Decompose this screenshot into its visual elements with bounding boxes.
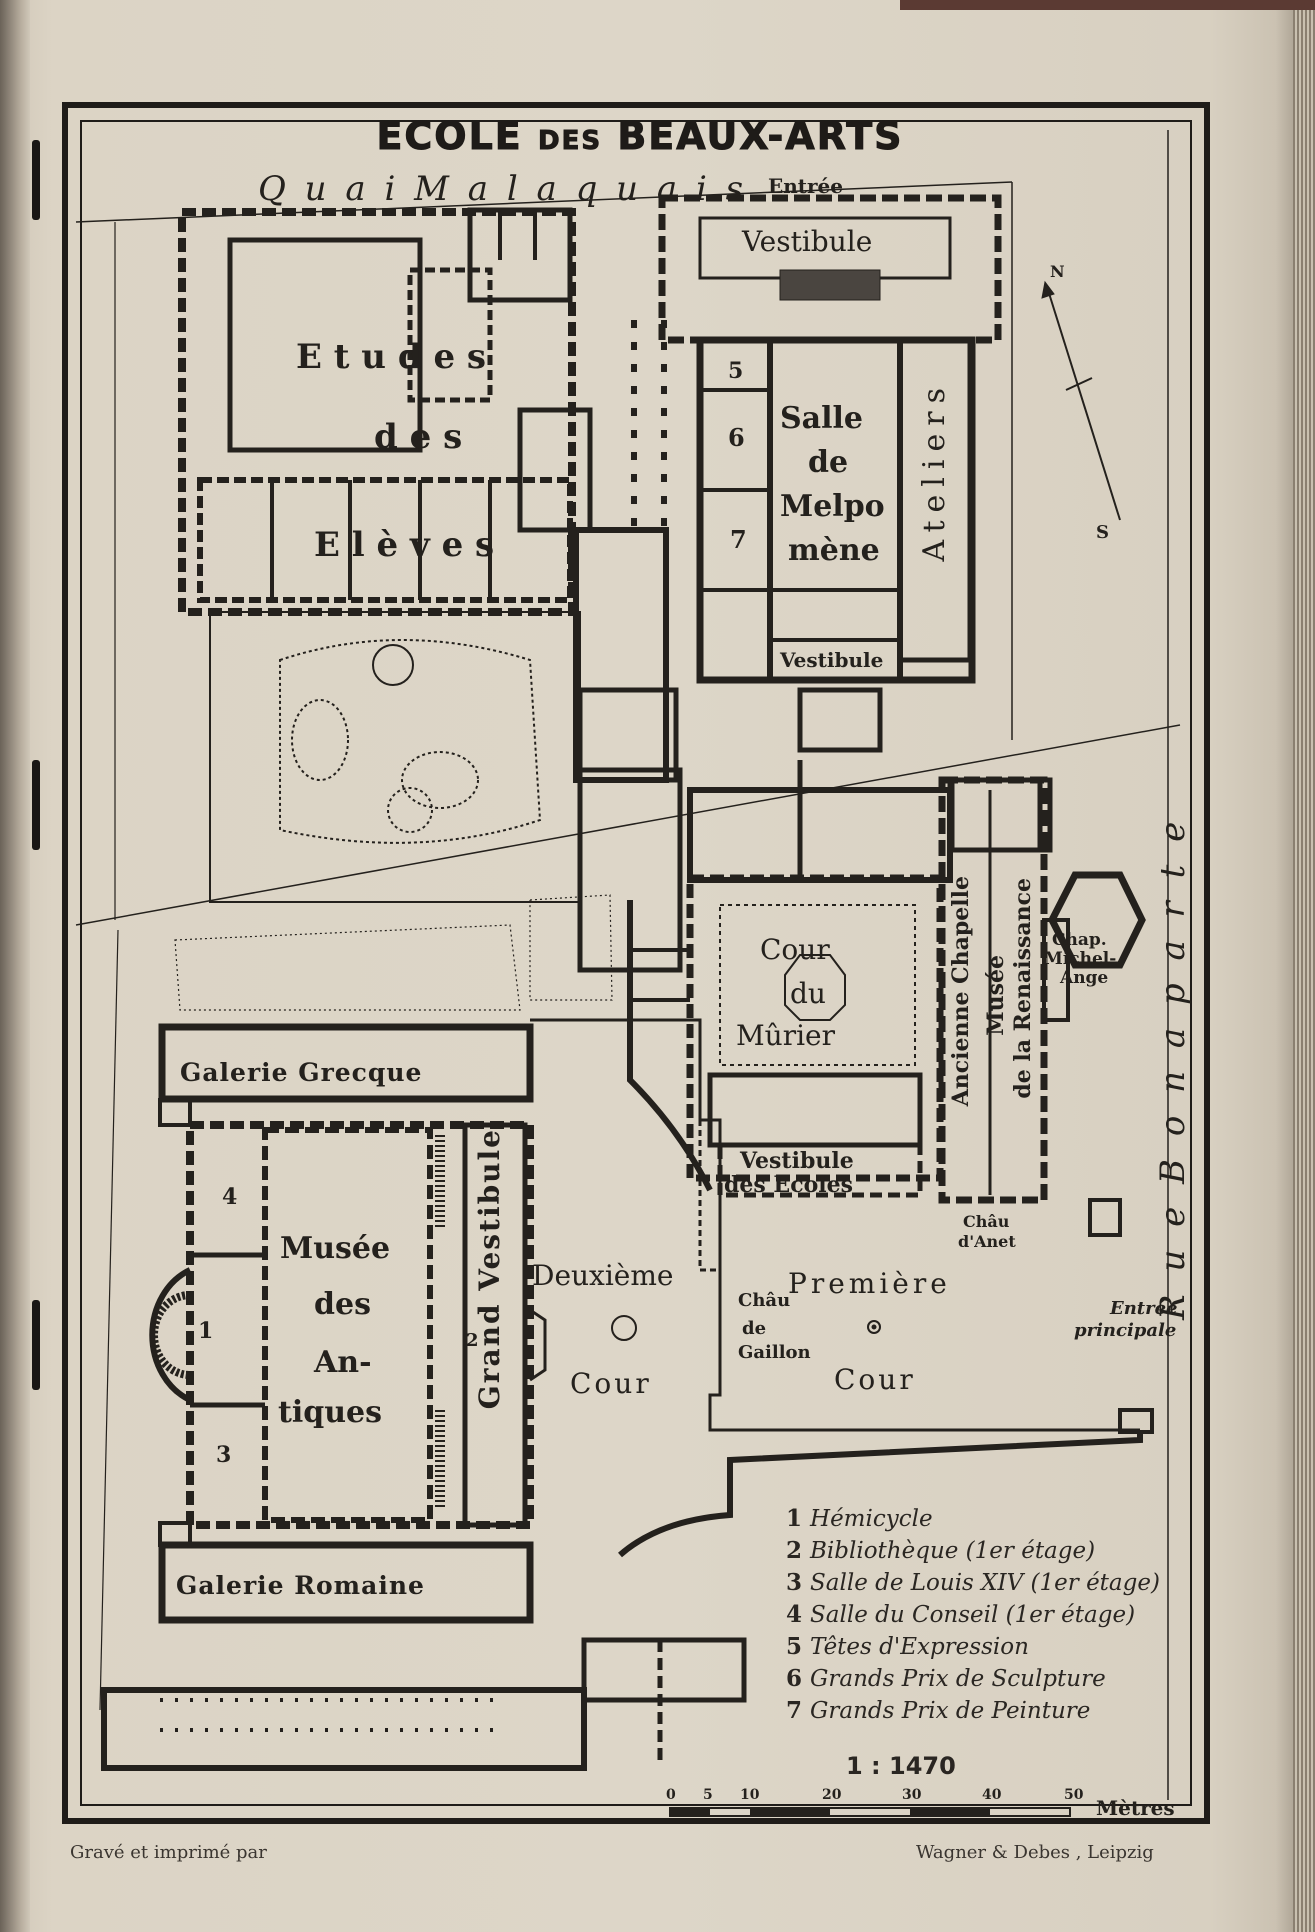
label-vestibule-ecoles-1: Vestibule xyxy=(740,1148,854,1174)
label-chateau-anet-1: Châu xyxy=(963,1212,1010,1231)
label-vestibule-top: Vestibule xyxy=(742,225,873,258)
label-des: d e s xyxy=(374,417,463,457)
scale-unit: Mètres xyxy=(1096,1796,1175,1820)
map-title: ECOLE DES BEAUX-ARTS xyxy=(320,114,960,159)
compass-north: N xyxy=(1050,262,1065,281)
label-musee-an: An- xyxy=(314,1345,372,1380)
title-des: DES xyxy=(537,126,603,157)
label-vestibule-mid: Vestibule xyxy=(780,648,884,672)
label-musee: Musée xyxy=(280,1231,391,1266)
label-deuxieme: Deuxième xyxy=(532,1259,674,1292)
compass-south: S xyxy=(1096,522,1109,543)
label-salle: Salle xyxy=(780,401,863,436)
binding-mark xyxy=(32,760,40,850)
room-number-5: 5 xyxy=(728,358,744,384)
scale-tick: 10 xyxy=(740,1787,760,1803)
label-ateliers: Ateliers xyxy=(917,380,952,562)
label-gaillon-1: Châu xyxy=(738,1290,791,1311)
label-chap-ma-1: Chap. xyxy=(1052,930,1107,950)
label-grand-vestibule: Grand Vestibule xyxy=(473,1128,506,1410)
footer-engraver: Gravé et imprimé par xyxy=(70,1842,267,1863)
scale-tick: 50 xyxy=(1064,1787,1084,1803)
map-frame xyxy=(62,102,1210,1824)
scale-tick: 0 xyxy=(666,1787,676,1803)
scale-ratio: 1 : 1470 xyxy=(846,1752,956,1780)
title-ecole: ECOLE xyxy=(376,114,523,159)
label-entree-principale-2: principale xyxy=(1074,1320,1177,1341)
label-musee-tiques: tiques xyxy=(278,1395,383,1430)
label-galerie-romaine: Galerie Romaine xyxy=(176,1571,425,1600)
room-number-4: 4 xyxy=(222,1184,238,1210)
label-cour-left: Cour xyxy=(570,1367,652,1400)
book-gutter xyxy=(0,0,30,1932)
label-cour-murier-1: Cour xyxy=(760,933,830,966)
room-number-6: 6 xyxy=(728,423,745,452)
label-entree: Entrée xyxy=(768,174,844,198)
street-rue-bonaparte: R u e B o n a p a r t e xyxy=(1153,815,1193,1320)
label-salle-de: de xyxy=(808,445,849,480)
label-premiere: Première xyxy=(788,1267,951,1300)
scale-tick: 40 xyxy=(982,1787,1002,1803)
binding-mark xyxy=(32,1300,40,1390)
scale-tick: 20 xyxy=(822,1787,842,1803)
binding-mark xyxy=(32,140,40,220)
label-etudes: E t u d e s xyxy=(296,337,487,377)
scale-tick: 5 xyxy=(703,1787,713,1803)
label-melpo: Melpo xyxy=(780,489,885,524)
label-chateau-anet-2: d'Anet xyxy=(958,1232,1016,1251)
label-galerie-grecque: Galerie Grecque xyxy=(180,1058,423,1087)
label-chap-ma-2: Michel- xyxy=(1044,949,1117,969)
room-number-2: 2 xyxy=(466,1330,479,1351)
label-gaillon-3: Gaillon xyxy=(738,1342,811,1363)
label-entree-principale-1: Entrée xyxy=(1110,1298,1178,1319)
label-mene: mène xyxy=(788,533,880,568)
room-number-3: 3 xyxy=(216,1442,232,1468)
label-cour-murier-2: du xyxy=(790,977,826,1010)
room-number-7: 7 xyxy=(730,525,747,554)
label-chap-ma-3: Ange xyxy=(1060,968,1109,988)
label-vestibule-ecoles-2: des Ecoles xyxy=(724,1172,854,1198)
street-quai-malaquais: Q u a i M a l a q u a i s xyxy=(258,169,748,209)
label-musee-des: des xyxy=(314,1287,371,1322)
footer-publisher: Wagner & Debes , Leipzig xyxy=(916,1842,1154,1863)
label-chapelle-3: de la Renaissance xyxy=(1010,878,1036,1099)
label-gaillon-2: de xyxy=(742,1318,767,1339)
room-number-1: 1 xyxy=(198,1318,214,1344)
title-beaux-arts: BEAUX-ARTS xyxy=(617,114,904,159)
label-cour-right: Cour xyxy=(834,1363,916,1396)
label-eleves: E l è v e s xyxy=(314,525,495,565)
label-chapelle-2: Musée xyxy=(983,955,1009,1036)
label-chapelle-1: Ancienne Chapelle xyxy=(948,876,974,1107)
cover-edge xyxy=(900,0,1315,10)
page-edge xyxy=(1293,0,1315,1932)
label-cour-murier-3: Mûrier xyxy=(736,1019,835,1052)
scale-tick: 30 xyxy=(902,1787,922,1803)
